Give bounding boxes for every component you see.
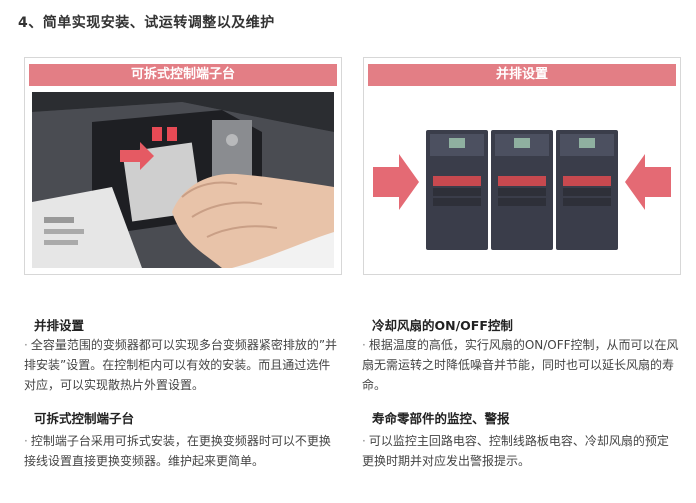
bullet-icon: · xyxy=(362,434,366,448)
side-by-side-illustration xyxy=(371,92,673,268)
terminal-block-desc: 控制端子台采用可拆式安装，在更换变频器时可以不更换接线设置直接更换变频器。维护起… xyxy=(24,434,331,468)
bullet-icon: · xyxy=(24,338,28,352)
inverter-unit-2 xyxy=(491,130,553,250)
parallel-install-text: ·全容量范围的变频器都可以实现多台变频器紧密排放的”并排安装”设置。在控制柜内可… xyxy=(24,335,340,395)
cooling-fan-title: 冷却风扇的ON/OFF控制 xyxy=(372,318,513,333)
lifetime-monitor-text: ·可以监控主回路电容、控制线路板电容、冷却风扇的预定更换时期并对应发出警报提示。 xyxy=(362,431,680,471)
arrow-right-icon xyxy=(373,154,419,210)
terminal-block-panel-header: 可拆式控制端子台 xyxy=(29,64,337,86)
section-title: 4、简单实现安装、试运转调整以及维护 xyxy=(18,15,275,31)
side-by-side-photo xyxy=(371,92,673,268)
cooling-fan-desc: 根据温度的高低，实行风扇的ON/OFF控制，从而可以在风扇无需运转之时降低噪音并… xyxy=(362,338,679,392)
cooling-fan-text: ·根据温度的高低，实行风扇的ON/OFF控制，从而可以在风扇无需运转之时降低噪音… xyxy=(362,335,680,395)
parallel-install-title: 并排设置 xyxy=(34,318,85,333)
lifetime-monitor-title: 寿命零部件的监控、警报 xyxy=(372,411,510,426)
bullet-icon: · xyxy=(24,434,28,448)
lifetime-monitor-desc: 可以监控主回路电容、控制线路板电容、冷却风扇的预定更换时期并对应发出警报提示。 xyxy=(362,434,669,468)
arrow-left-icon xyxy=(625,154,671,210)
inverter-unit-3 xyxy=(556,130,618,250)
side-by-side-panel: 并排设置 xyxy=(363,57,681,275)
parallel-install-desc: 全容量范围的变频器都可以实现多台变频器紧密排放的”并排安装”设置。在控制柜内可以… xyxy=(24,338,338,392)
terminal-block-panel: 可拆式控制端子台 xyxy=(24,57,342,275)
terminal-block-photo xyxy=(32,92,334,268)
terminal-block-text: ·控制端子台采用可拆式安装，在更换变频器时可以不更换接线设置直接更换变频器。维护… xyxy=(24,431,340,471)
bullet-icon: · xyxy=(362,338,366,352)
side-by-side-panel-header: 并排设置 xyxy=(368,64,676,86)
terminal-block-title: 可拆式控制端子台 xyxy=(34,411,135,426)
terminal-block-illustration xyxy=(32,92,334,268)
inverter-unit-1 xyxy=(426,130,488,250)
